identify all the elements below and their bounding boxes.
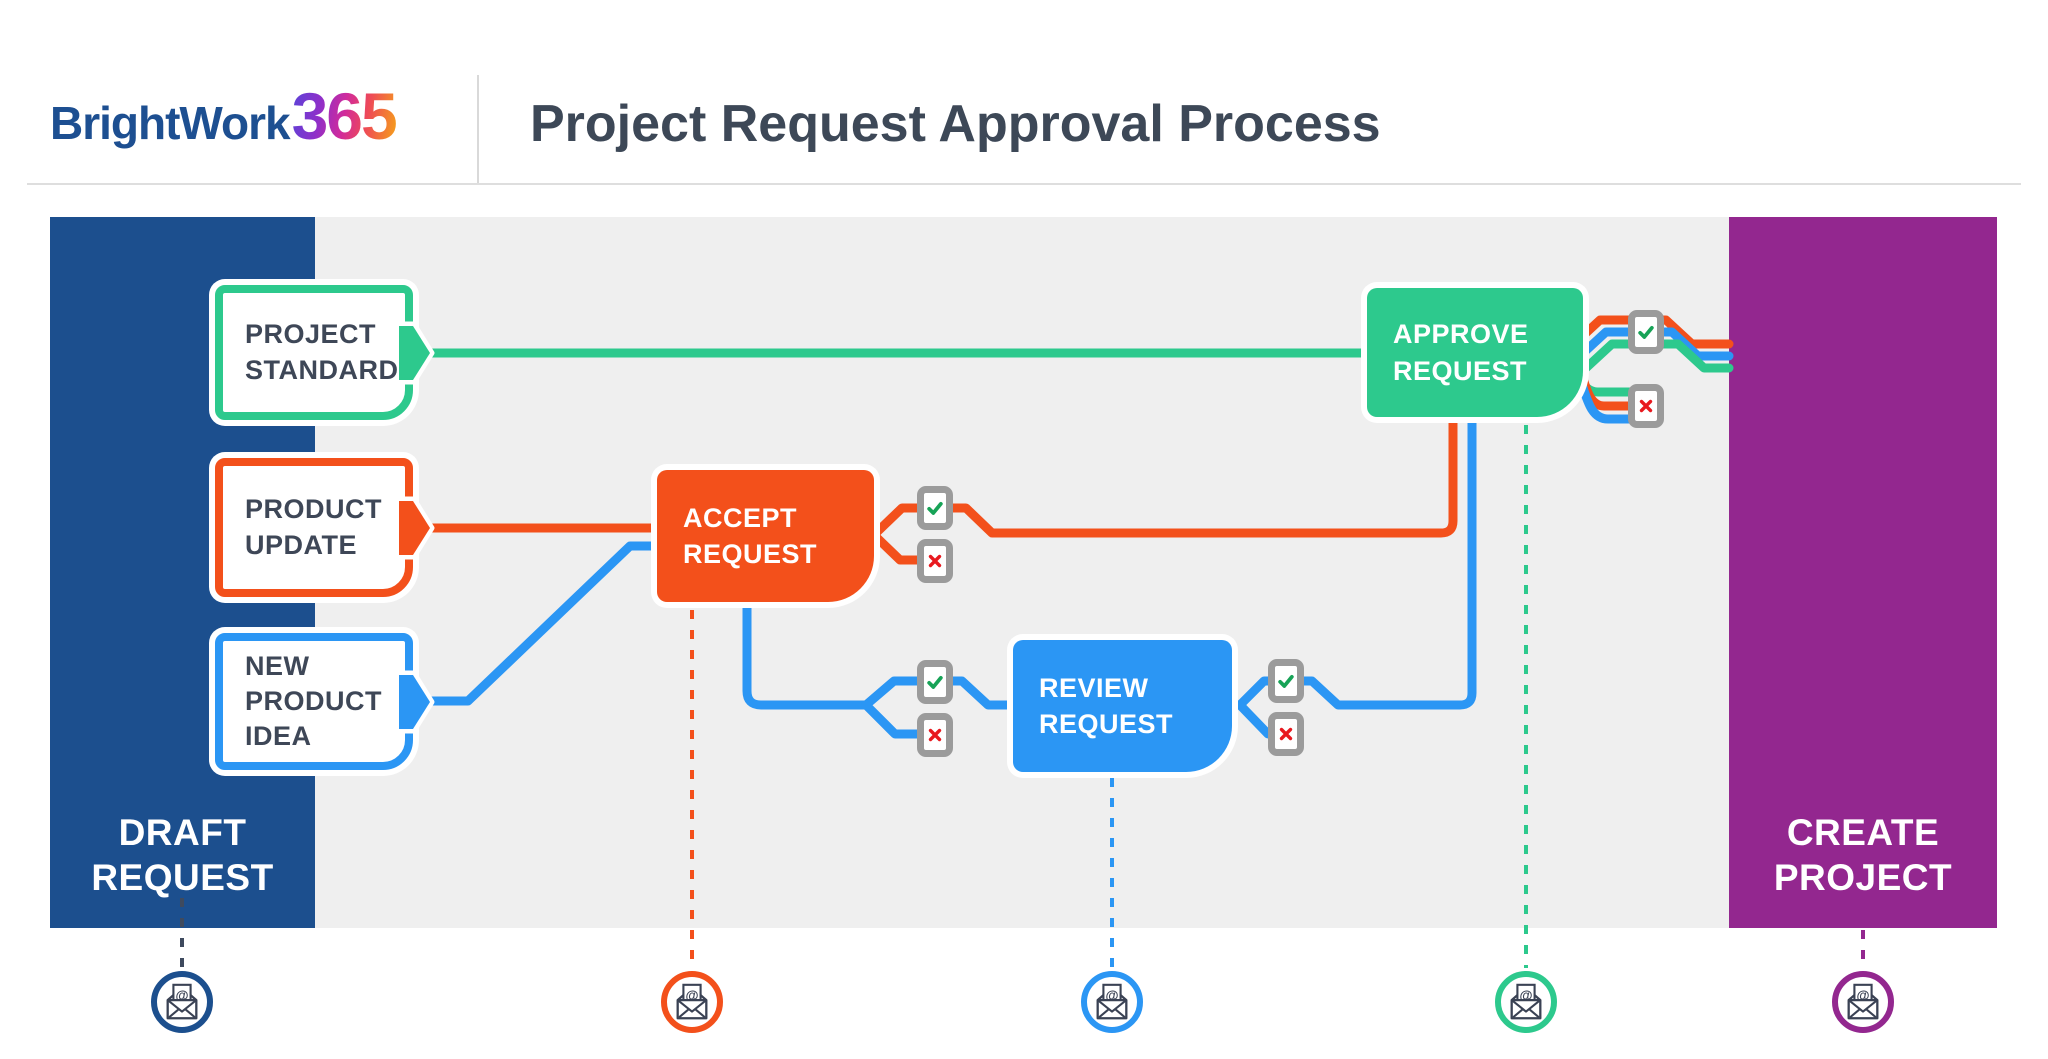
review-in-approved-check-icon (917, 660, 953, 704)
node-accept-request: ACCEPT REQUEST (657, 470, 874, 602)
email-icon-draft-request: @ (151, 971, 213, 1033)
approve-rejected-cross-icon (1628, 384, 1664, 428)
node-review-request: REVIEW REQUEST (1013, 640, 1232, 772)
lane-draft-request-label: DRAFT REQUEST (91, 812, 274, 898)
pointer-tab-green (399, 321, 435, 384)
line-review-approved-to-approve (1201, 412, 1477, 710)
accept-approved-check-icon (917, 486, 953, 530)
page-title: Project Request Approval Process (530, 95, 1381, 153)
header-rule (27, 183, 2021, 185)
node-approve-request-label: APPROVE REQUEST (1393, 319, 1529, 386)
node-project-standard-label: PROJECT STANDARD (245, 319, 399, 385)
line-accept-to-review (742, 597, 1018, 710)
brightwork-logo: BrightWork 365 (50, 78, 398, 154)
approve-approved-check-icon (1628, 310, 1664, 354)
header-divider (477, 75, 479, 183)
node-product-update: PRODUCT UPDATE (215, 458, 435, 597)
email-icon-accept-request: @ (661, 971, 723, 1033)
logo-365-text: 365 (291, 79, 398, 153)
review-out-rejected-cross-icon (1268, 712, 1304, 756)
node-review-request-label: REVIEW REQUEST (1039, 672, 1174, 739)
lane-create-project-label: CREATE PROJECT (1773, 812, 1953, 898)
logo-brand-text: BrightWork (50, 97, 291, 149)
node-new-product-idea-label: NEW PRODUCT IDEA (245, 650, 382, 752)
line-new-product-idea-to-accept (425, 541, 662, 706)
email-icon-create-project: @ (1832, 971, 1894, 1033)
lane-create-project: CREATE PROJECT (1729, 217, 1997, 928)
review-in-rejected-cross-icon (917, 713, 953, 757)
node-new-product-idea: NEW PRODUCT IDEA (215, 633, 435, 770)
email-icon-review-request: @ (1081, 971, 1143, 1033)
accept-rejected-cross-icon (917, 539, 953, 583)
node-project-standard: PROJECT STANDARD (215, 285, 435, 420)
review-out-approved-check-icon (1268, 659, 1304, 703)
email-icon-approve-request: @ (1495, 971, 1557, 1033)
node-product-update-label: PRODUCT UPDATE (245, 494, 382, 560)
node-approve-request: APPROVE REQUEST (1367, 288, 1583, 417)
pointer-tab-orange (399, 496, 435, 559)
node-accept-request-label: ACCEPT REQUEST (683, 502, 818, 569)
pointer-tab-blue (399, 670, 435, 733)
